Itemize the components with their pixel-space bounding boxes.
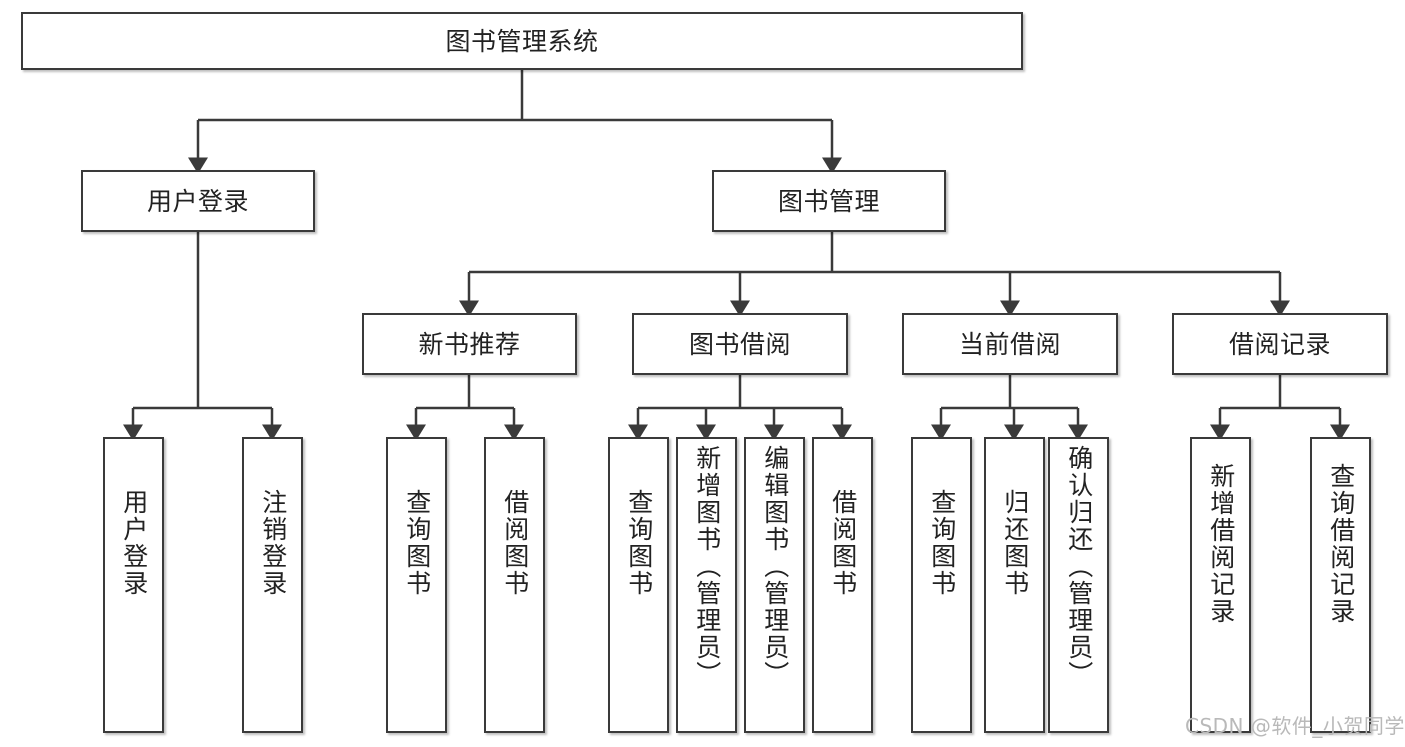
node-leaf-query-borrow-record[interactable]: 查询借阅记录: [1310, 437, 1371, 733]
node-borrow-record[interactable]: 借阅记录: [1172, 313, 1388, 375]
node-leaf-add-borrow-record[interactable]: 新增借阅记录: [1190, 437, 1251, 733]
node-leaf-query-book-borrow-label: 查询图书: [624, 489, 654, 597]
node-user-login[interactable]: 用户登录: [81, 170, 315, 232]
node-book-management-label: 图书管理: [777, 186, 880, 216]
node-leaf-borrow-book-newbook[interactable]: 借阅图书: [484, 437, 545, 733]
node-leaf-return-book[interactable]: 归还图书: [984, 437, 1045, 733]
node-current-borrow[interactable]: 当前借阅: [902, 313, 1118, 375]
node-leaf-query-borrow-record-label: 查询借阅记录: [1326, 463, 1356, 625]
node-leaf-add-book-admin[interactable]: 新增图书（管理员）: [676, 437, 737, 733]
node-new-book-recommend[interactable]: 新书推荐: [362, 313, 577, 375]
node-leaf-return-book-label: 归还图书: [1000, 489, 1030, 597]
node-leaf-logout[interactable]: 注销登录: [242, 437, 303, 733]
node-leaf-add-borrow-record-label: 新增借阅记录: [1206, 463, 1236, 625]
node-user-login-label: 用户登录: [146, 186, 249, 216]
csdn-watermark: CSDN @软件_小贺同学: [1185, 714, 1405, 738]
node-leaf-query-book-borrow[interactable]: 查询图书: [608, 437, 669, 733]
node-leaf-confirm-return-admin-label: 确认归还（管理员）: [1064, 445, 1094, 688]
node-root[interactable]: 图书管理系统: [21, 12, 1023, 70]
node-leaf-query-book-current[interactable]: 查询图书: [911, 437, 972, 733]
node-root-label: 图书管理系统: [445, 26, 599, 56]
node-leaf-add-book-admin-label: 新增图书（管理员）: [692, 445, 722, 688]
node-leaf-confirm-return-admin[interactable]: 确认归还（管理员）: [1048, 437, 1109, 733]
node-leaf-user-login-label: 用户登录: [119, 489, 149, 597]
node-leaf-query-book-current-label: 查询图书: [927, 489, 957, 597]
node-book-borrow[interactable]: 图书借阅: [632, 313, 848, 375]
node-leaf-borrow-book-label: 借阅图书: [828, 489, 858, 597]
node-leaf-user-login[interactable]: 用户登录: [103, 437, 164, 733]
node-leaf-edit-book-admin[interactable]: 编辑图书（管理员）: [744, 437, 805, 733]
node-book-borrow-label: 图书借阅: [688, 329, 791, 359]
node-new-book-recommend-label: 新书推荐: [418, 329, 521, 359]
node-leaf-logout-label: 注销登录: [258, 489, 288, 597]
node-borrow-record-label: 借阅记录: [1228, 329, 1331, 359]
node-current-borrow-label: 当前借阅: [958, 329, 1061, 359]
node-leaf-query-book-newbook[interactable]: 查询图书: [386, 437, 447, 733]
node-leaf-borrow-book-newbook-label: 借阅图书: [500, 489, 530, 597]
node-leaf-query-book-newbook-label: 查询图书: [402, 489, 432, 597]
node-leaf-borrow-book[interactable]: 借阅图书: [812, 437, 873, 733]
node-book-management[interactable]: 图书管理: [712, 170, 946, 232]
node-leaf-edit-book-admin-label: 编辑图书（管理员）: [760, 445, 790, 688]
